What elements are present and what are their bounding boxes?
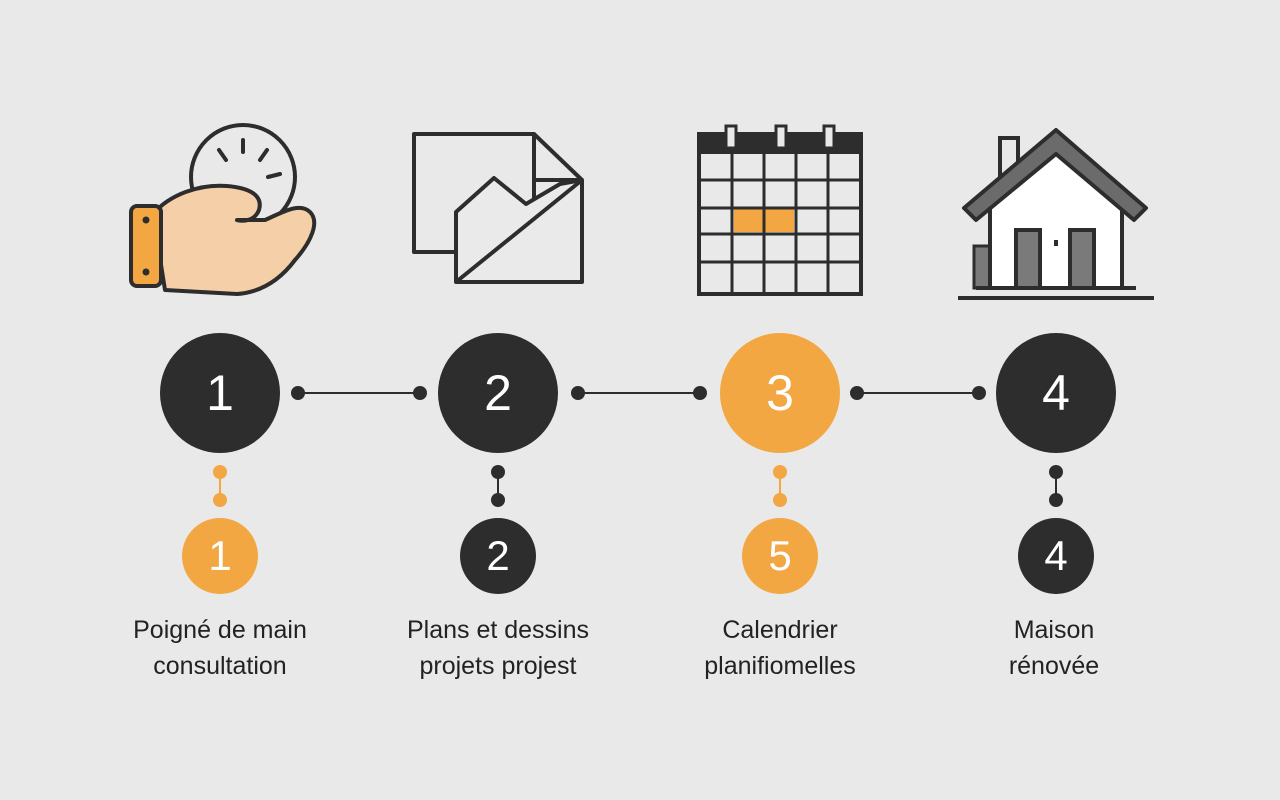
step-4-label: Maison rénovée [924, 612, 1184, 684]
house-icon [958, 128, 1154, 300]
plans-drawing-icon [412, 132, 584, 284]
step-1-sub-circle: 1 [182, 518, 258, 594]
step-2-number-circle: 2 [438, 333, 558, 453]
vertical-connector-4 [1049, 465, 1063, 507]
vertical-connector-1 [213, 465, 227, 507]
connector-2-3 [571, 386, 707, 400]
step-4-label-line-2: rénovée [1008, 652, 1100, 680]
step-1-label-line-1: Poigné de main [133, 616, 307, 644]
step-2-sub-circle: 2 [460, 518, 536, 594]
step-4-sub-circle: 4 [1018, 518, 1094, 594]
step-4-label-line-1: Maison [1013, 616, 1095, 644]
calendar-icon [697, 124, 863, 296]
step-3-label-line-2: planifiomelles [704, 652, 856, 680]
step-3-sub-circle: 5 [742, 518, 818, 594]
vertical-connector-2 [491, 465, 505, 507]
step-3-label-line-1: Calendrier [722, 616, 838, 644]
step-2-label-line-1: Plans et dessins [406, 616, 590, 644]
handshake-clock-icon [129, 123, 317, 296]
step-2-label: Plans et dessins projets projest [368, 612, 628, 684]
step-1-label: Poigné de main consultation [90, 612, 350, 684]
step-3-label: Calendrier planifiomelles [650, 612, 910, 684]
step-1-label-line-2: consultation [153, 652, 287, 680]
vertical-connector-3 [773, 465, 787, 507]
step-3-number-circle: 3 [720, 333, 840, 453]
step-2-label-line-2: projets projest [419, 652, 577, 680]
step-4-number-circle: 4 [996, 333, 1116, 453]
connector-3-4 [850, 386, 986, 400]
step-1-number-circle: 1 [160, 333, 280, 453]
connector-1-2 [291, 386, 427, 400]
